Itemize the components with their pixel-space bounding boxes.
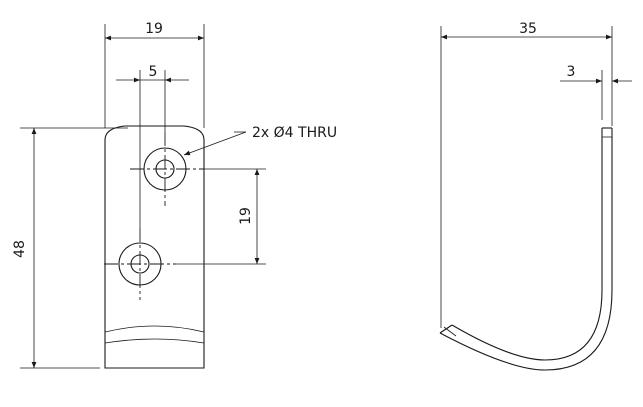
bend-line-lower: [104, 338, 205, 344]
depth-label: 35: [519, 21, 537, 37]
side-view: 35 3: [439, 21, 632, 371]
thickness-dimension: 3: [560, 64, 632, 120]
hook-outer-profile: [439, 128, 613, 371]
hole-callout: 2x Ø4 THRU: [183, 125, 337, 156]
bracket-outline: [104, 125, 205, 369]
depth-dimension: 35: [440, 21, 613, 328]
thickness-label: 3: [567, 64, 576, 80]
width-label: 19: [145, 21, 163, 37]
width-dimension: 19: [104, 21, 205, 128]
bend-line-upper: [104, 325, 205, 333]
front-view: 19 5 19 48 2x Ø4 THRU: [12, 21, 337, 369]
offset-label: 5: [149, 64, 158, 80]
height-dimension: 48: [12, 127, 128, 369]
hook-inner-profile: [451, 128, 603, 361]
offset-dimension: 5: [116, 64, 189, 228]
hook-tip-bevel: [443, 326, 457, 337]
hole-callout-label: 2x Ø4 THRU: [252, 125, 337, 141]
hole-pitch-dimension: 19: [176, 168, 266, 265]
upper-hole: [130, 132, 204, 206]
height-label: 48: [12, 240, 28, 258]
hole-pitch-label: 19: [238, 207, 254, 225]
lower-hole: [104, 228, 176, 300]
